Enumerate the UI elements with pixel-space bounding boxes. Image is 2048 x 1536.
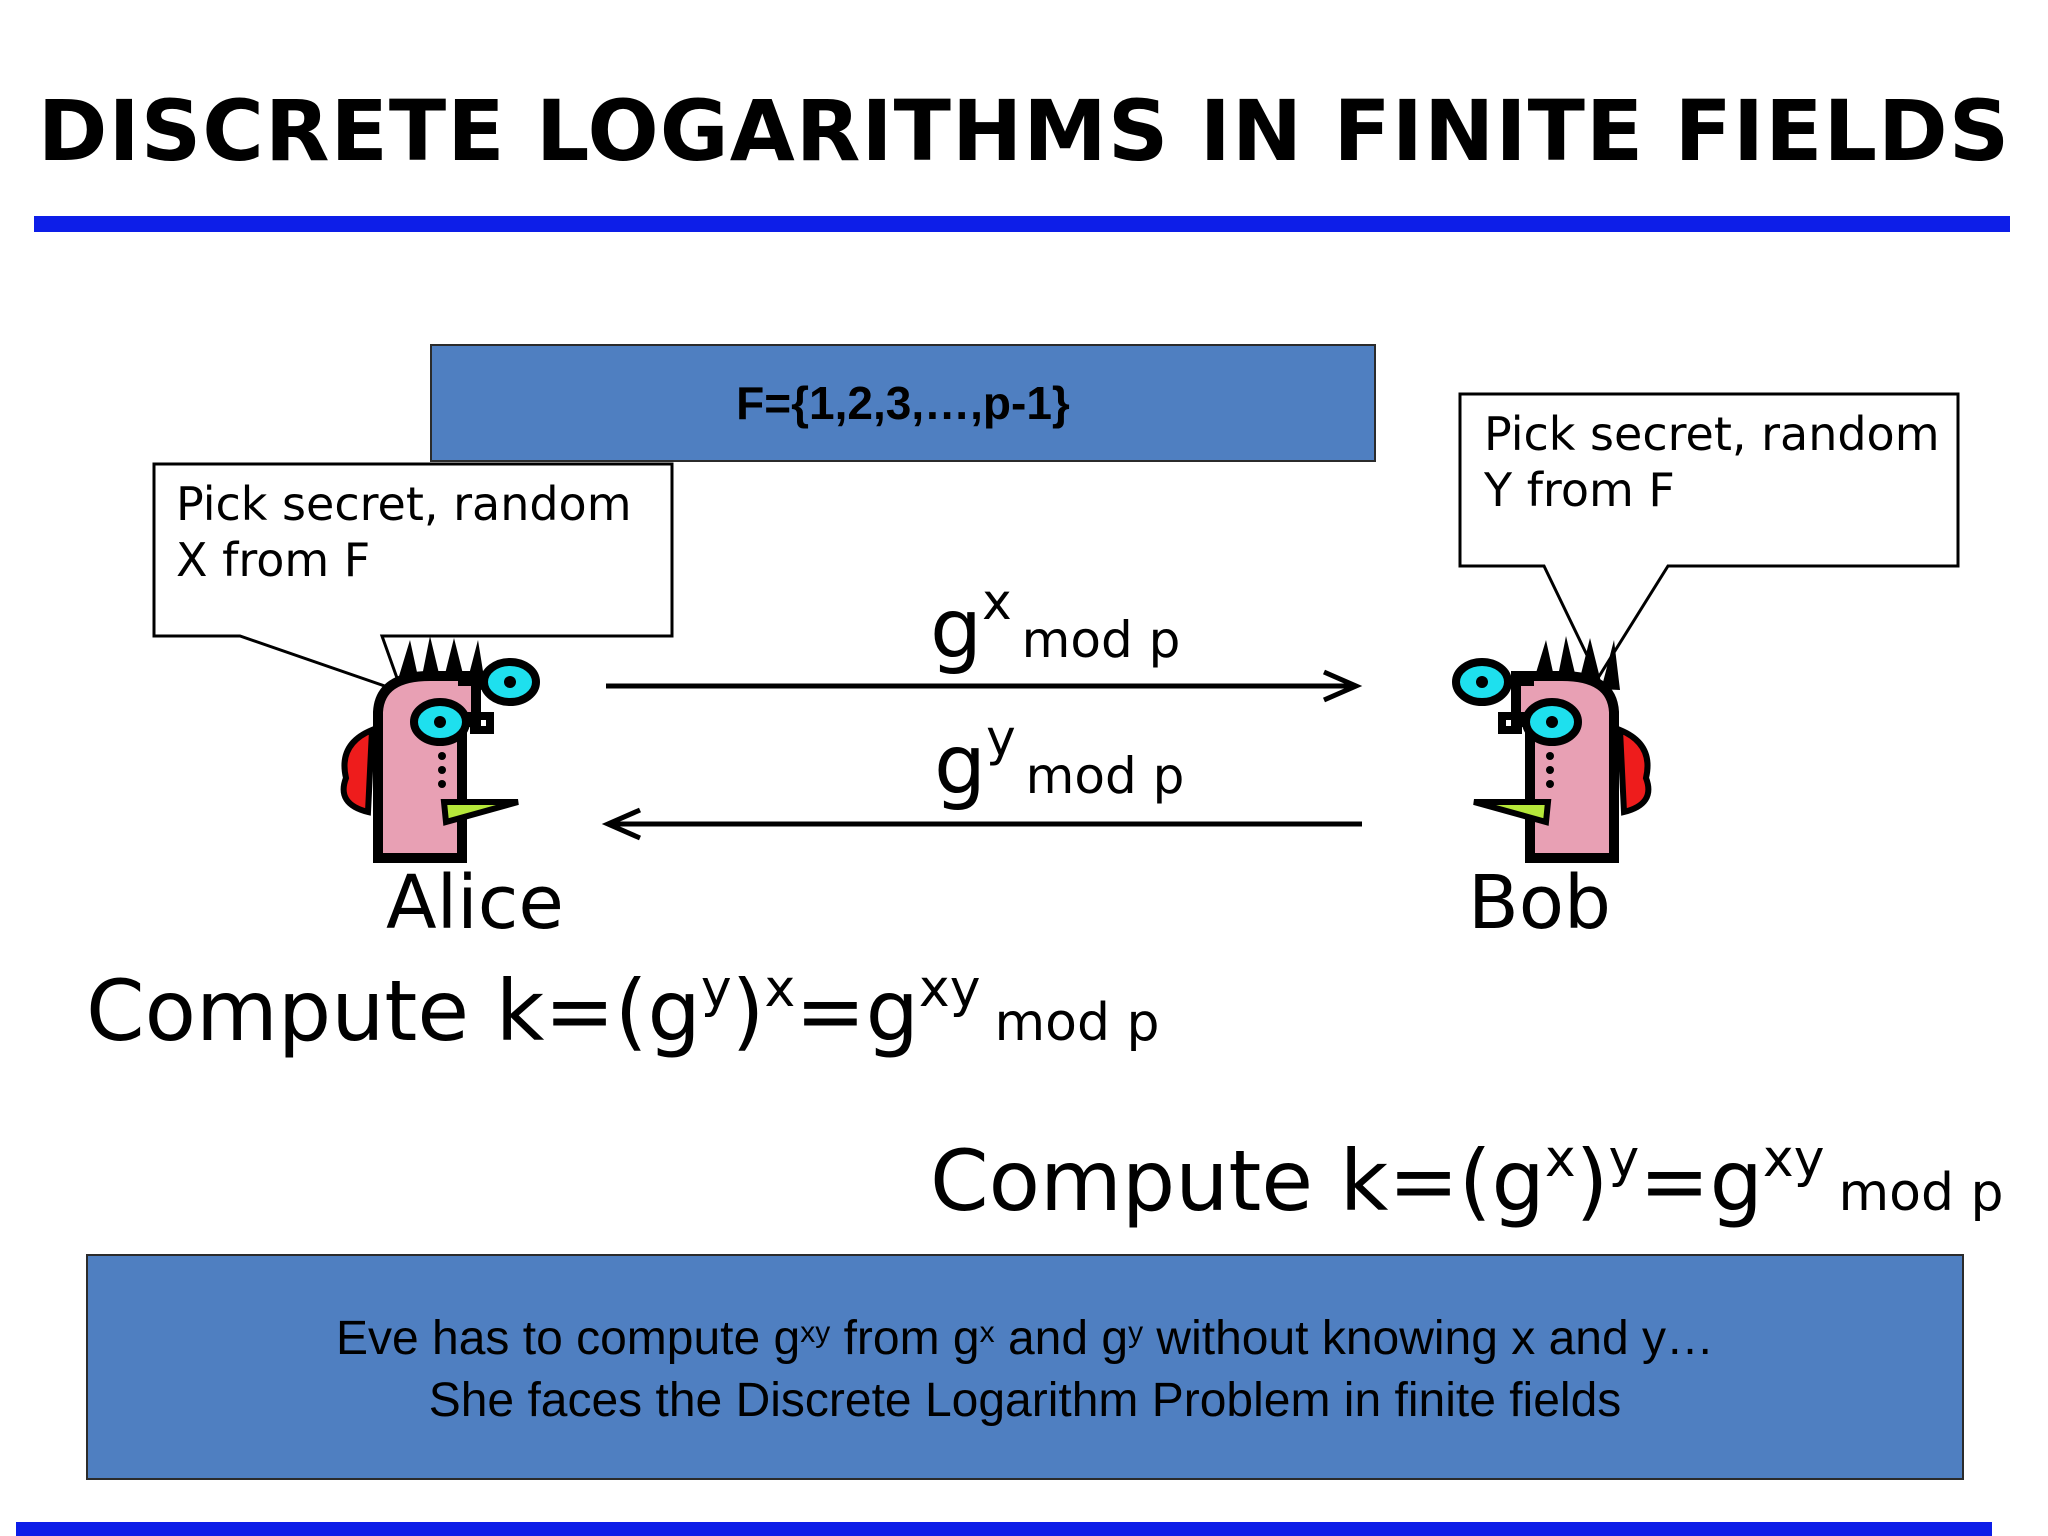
- msg-to-bob-exponent: x: [982, 573, 1012, 631]
- eve-text-b: from g: [830, 1312, 979, 1365]
- alice-callout-line2: X from F: [176, 533, 370, 587]
- eve-sup-xy: xy: [800, 1316, 830, 1349]
- eve-note-box: Eve has to compute gxy from gx and gy wi…: [86, 1254, 1964, 1480]
- bob-callout-line1: Pick secret, random: [1484, 407, 1940, 461]
- msg-to-bob-mod: mod p: [1022, 611, 1181, 669]
- alice-compute-formula: Compute k=(gy)x=gxymod p: [86, 962, 1159, 1060]
- bob-label: Bob: [1468, 860, 1611, 946]
- alice-compute-prefix: Compute k=(g: [86, 962, 701, 1060]
- eve-note-line1: Eve has to compute gxy from gx and gy wi…: [88, 1308, 1962, 1370]
- bob-head-icon: [1456, 636, 1648, 858]
- msg-to-bob-base: g: [930, 582, 982, 677]
- alice-compute-eq: =g: [795, 962, 919, 1060]
- alice-compute-sup3: xy: [919, 959, 981, 1019]
- msg-to-alice-mod: mod p: [1026, 747, 1185, 805]
- bob-callout-line2: Y from F: [1484, 463, 1675, 517]
- alice-callout-line1: Pick secret, random: [176, 477, 632, 531]
- eve-text-d: without knowing x and y…: [1143, 1312, 1714, 1365]
- bottom-rule: [16, 1522, 1992, 1536]
- alice-compute-mod: mod p: [994, 993, 1159, 1053]
- arrow-to-alice: [608, 810, 1362, 838]
- msg-to-alice-exponent: y: [986, 709, 1016, 767]
- message-to-alice: gymod p: [934, 718, 1184, 813]
- msg-to-alice-base: g: [934, 718, 986, 813]
- bob-compute-formula: Compute k=(gx)y=gxymod p: [930, 1132, 2003, 1230]
- eve-text-c: and g: [995, 1312, 1128, 1365]
- bob-compute-prefix: Compute k=(g: [930, 1132, 1545, 1230]
- bob-compute-eq: =g: [1639, 1132, 1763, 1230]
- alice-label: Alice: [386, 860, 564, 946]
- bob-compute-sup1: x: [1545, 1129, 1576, 1189]
- message-to-bob: gxmod p: [930, 582, 1180, 677]
- alice-compute-sup1: y: [701, 959, 732, 1019]
- bob-compute-mid: ): [1576, 1132, 1609, 1230]
- bob-compute-sup3: xy: [1763, 1129, 1825, 1189]
- alice-compute-sup2: x: [764, 959, 795, 1019]
- eve-sup-x: x: [980, 1316, 995, 1349]
- bob-compute-mod: mod p: [1838, 1163, 2003, 1223]
- eve-text-a: Eve has to compute g: [336, 1312, 800, 1365]
- eve-sup-y: y: [1128, 1316, 1143, 1349]
- alice-compute-mid: ): [732, 962, 765, 1060]
- eve-note-line2: She faces the Discrete Logarithm Problem…: [88, 1370, 1962, 1432]
- bob-compute-sup2: y: [1608, 1129, 1639, 1189]
